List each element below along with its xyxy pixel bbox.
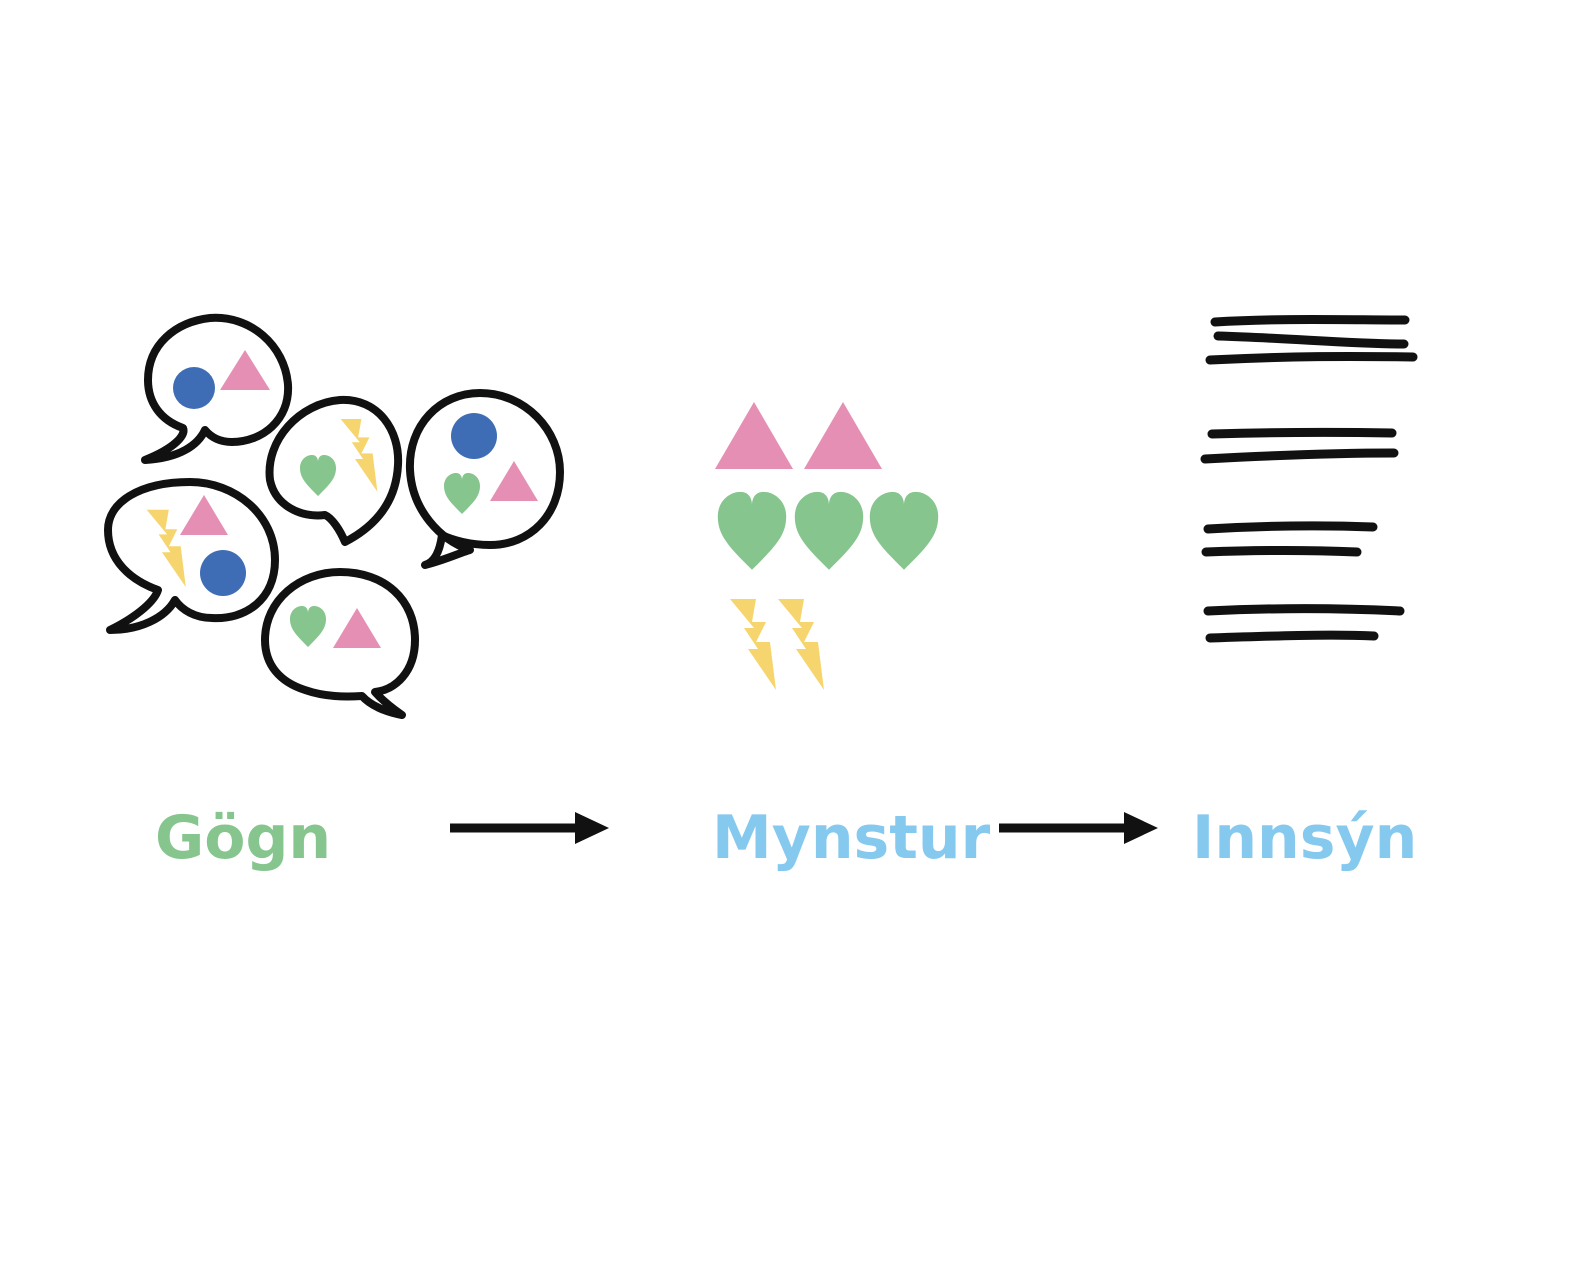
data-cluster: [104, 313, 564, 719]
heart-icon: [794, 491, 864, 570]
heart-icon: [290, 606, 326, 647]
arrow-right-icon: [450, 812, 609, 844]
lightning-icon: [730, 599, 776, 690]
stage-label-patterns: Mynstur: [712, 803, 991, 873]
lightning-icon: [778, 599, 824, 690]
speech-bubble-icon: [405, 389, 564, 569]
pattern-cluster: [715, 402, 939, 690]
text-lines-icon: [1200, 315, 1418, 643]
speech-bubble-icon: [104, 478, 279, 634]
lightning-icon: [340, 419, 378, 492]
circle-icon: [200, 550, 246, 596]
triangle-icon: [490, 461, 538, 501]
stage-label-data: Gögn: [155, 803, 332, 873]
triangle-icon: [180, 495, 228, 535]
triangle-icon: [804, 402, 882, 469]
circle-icon: [173, 367, 215, 409]
lightning-icon: [146, 509, 186, 588]
arrow-right-icon: [999, 812, 1158, 844]
triangle-icon: [220, 350, 270, 390]
speech-bubble-icon: [261, 568, 419, 719]
heart-icon: [444, 473, 480, 514]
bubble-shapes: [146, 350, 538, 648]
speech-bubble-icon: [265, 395, 403, 546]
triangle-icon: [333, 608, 381, 648]
heart-icon: [300, 455, 336, 496]
heart-icon: [717, 491, 787, 570]
speech-bubble-icon: [141, 313, 293, 464]
triangle-icon: [715, 402, 793, 469]
circle-icon: [451, 413, 497, 459]
stage-label-insight: Innsýn: [1192, 803, 1418, 873]
heart-icon: [869, 491, 939, 570]
